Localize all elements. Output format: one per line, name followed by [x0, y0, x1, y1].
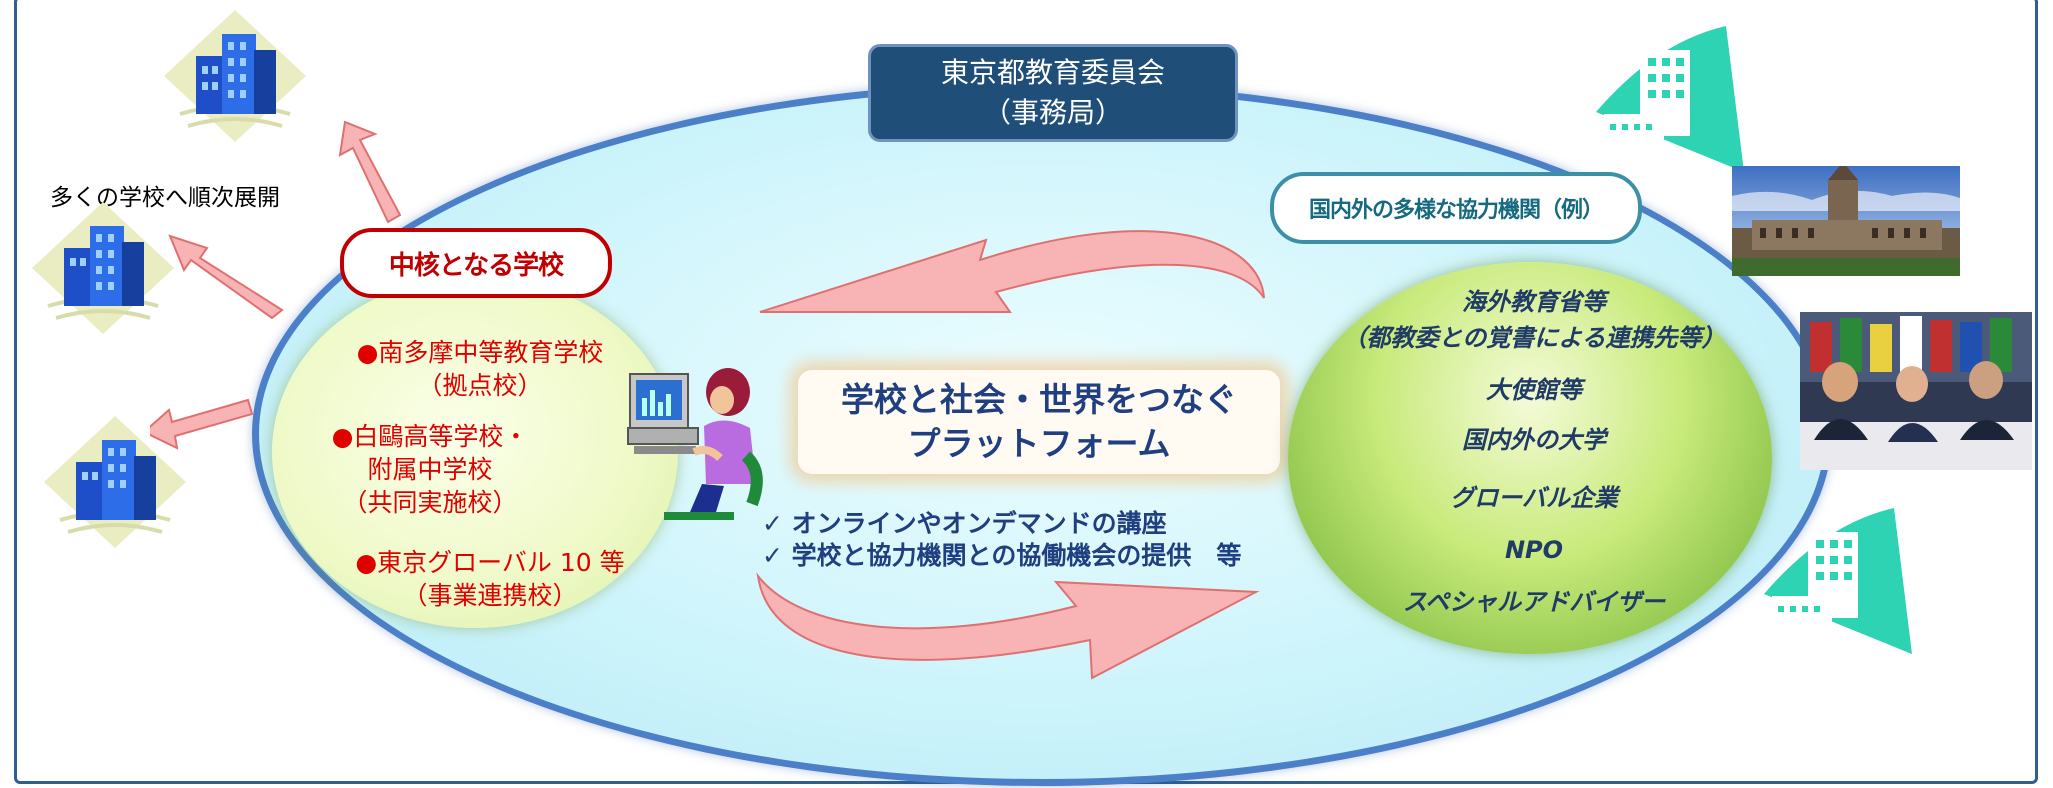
school-role: （拠点校） [417, 371, 543, 400]
school-role: （事業連携校） [402, 581, 578, 610]
school-name: ●南多摩中等教育学校 [356, 338, 604, 367]
expand-label: 多くの学校へ順次展開 [50, 185, 280, 211]
partner-item: 国内外の大学 [1462, 426, 1606, 454]
school-name: ●白鷗高等学校・ [331, 422, 529, 451]
university-photo [1732, 166, 1960, 276]
partner-item-note: （都教委との覚書による連携先等） [1342, 324, 1726, 352]
core-schools-label: 中核となる学校 [340, 228, 612, 298]
school-name-2: 附属中学校 [367, 455, 493, 484]
arrow-left-icon [150, 398, 254, 450]
board-subtitle: （事務局） [982, 96, 1123, 129]
core-schools-ellipse [272, 276, 678, 628]
platform-title: 学校と社会・世界をつなぐ [841, 380, 1237, 419]
feature-list: ✓ オンラインやオンデマンドの講座 ✓ 学校と協力機関との協働機会の提供 等 [762, 508, 1241, 572]
school-building-icon [44, 416, 186, 548]
school-building-icon [164, 10, 306, 142]
school-name: ●東京グローバル 10 等 [355, 548, 625, 577]
platform-subtitle: プラットフォーム [907, 424, 1171, 463]
person-at-computer-icon [627, 368, 763, 520]
school-item: ●南多摩中等教育学校 （拠点校） [300, 336, 660, 402]
students-photo [1800, 312, 2032, 470]
partner-item: グローバル企業 [1450, 484, 1618, 512]
school-item: ●東京グローバル 10 等 （事業連携校） [310, 546, 670, 612]
arrow-upleft-icon [168, 234, 284, 320]
teal-building-icon [1596, 26, 1744, 172]
exchange-arrows [756, 230, 1265, 680]
partner-item: スペシャルアドバイザー [1402, 588, 1666, 616]
platform-box: 学校と社会・世界をつなぐ プラットフォーム [798, 370, 1280, 474]
curved-arrow-left-icon [759, 230, 1265, 313]
feature-item: ✓ 学校と協力機関との協働機会の提供 等 [762, 541, 1242, 570]
school-role: （共同実施校） [342, 488, 518, 517]
partners-label: 国内外の多様な協力機関（例） [1270, 172, 1642, 244]
partner-item: NPO [1504, 536, 1564, 564]
partner-item: 大使館等 [1486, 376, 1582, 404]
teal-building-icon [1764, 508, 1912, 654]
partners-ellipse [1288, 262, 1772, 654]
board-title-box: 東京都教育委員会 （事務局） [868, 44, 1238, 142]
feature-item: ✓ オンラインやオンデマンドの講座 [762, 509, 1167, 538]
arrow-up-icon [338, 120, 402, 224]
curved-arrow-right-icon [756, 572, 1260, 680]
board-title: 東京都教育委員会 [940, 56, 1165, 89]
school-item: ●白鷗高等学校・ 附属中学校 （共同実施校） [280, 420, 580, 519]
partner-item: 海外教育省等 [1462, 288, 1606, 316]
school-building-icon [32, 202, 174, 334]
expansion-arrows [150, 120, 402, 450]
